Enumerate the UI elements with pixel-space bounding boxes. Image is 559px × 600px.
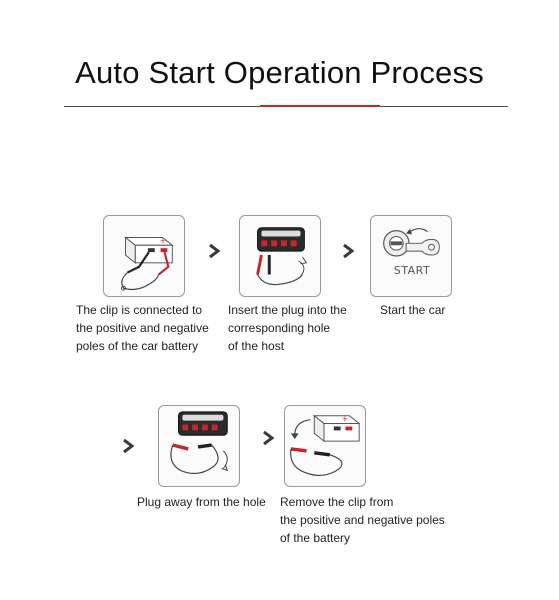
- svg-text:+: +: [342, 415, 349, 424]
- jump-starter-plug-in-icon: [256, 227, 308, 286]
- svg-text:+: +: [160, 236, 167, 245]
- step-1-caption: The clip is connected to the positive an…: [76, 303, 209, 353]
- step-4-panel: [158, 405, 240, 487]
- step-3-panel: START: [370, 215, 452, 297]
- step-5-panel: +: [284, 405, 366, 487]
- step-1-panel: +: [103, 215, 185, 297]
- step-4-caption: Plug away from the hole: [137, 495, 266, 509]
- step-2-caption: Insert the plug into the corresponding h…: [228, 303, 347, 353]
- page-title: Auto Start Operation Process: [75, 55, 484, 90]
- chevron-right-icon: [261, 430, 275, 446]
- ignition-key-icon: [383, 228, 440, 257]
- step-5-caption: Remove the clip from the positive and ne…: [280, 495, 445, 545]
- title-divider-accent: [260, 105, 380, 107]
- chevron-right-icon: [341, 243, 355, 259]
- chevron-right-icon: [207, 243, 221, 259]
- step-2-panel: [239, 215, 321, 297]
- battery-clamps-icon: +: [121, 236, 174, 291]
- battery-clamps-removal-icon: +: [290, 415, 361, 477]
- start-label: START: [393, 264, 431, 277]
- jump-starter-unplug-icon: [170, 411, 229, 475]
- chevron-right-icon: [121, 438, 135, 454]
- step-3-caption: Start the car: [380, 303, 446, 317]
